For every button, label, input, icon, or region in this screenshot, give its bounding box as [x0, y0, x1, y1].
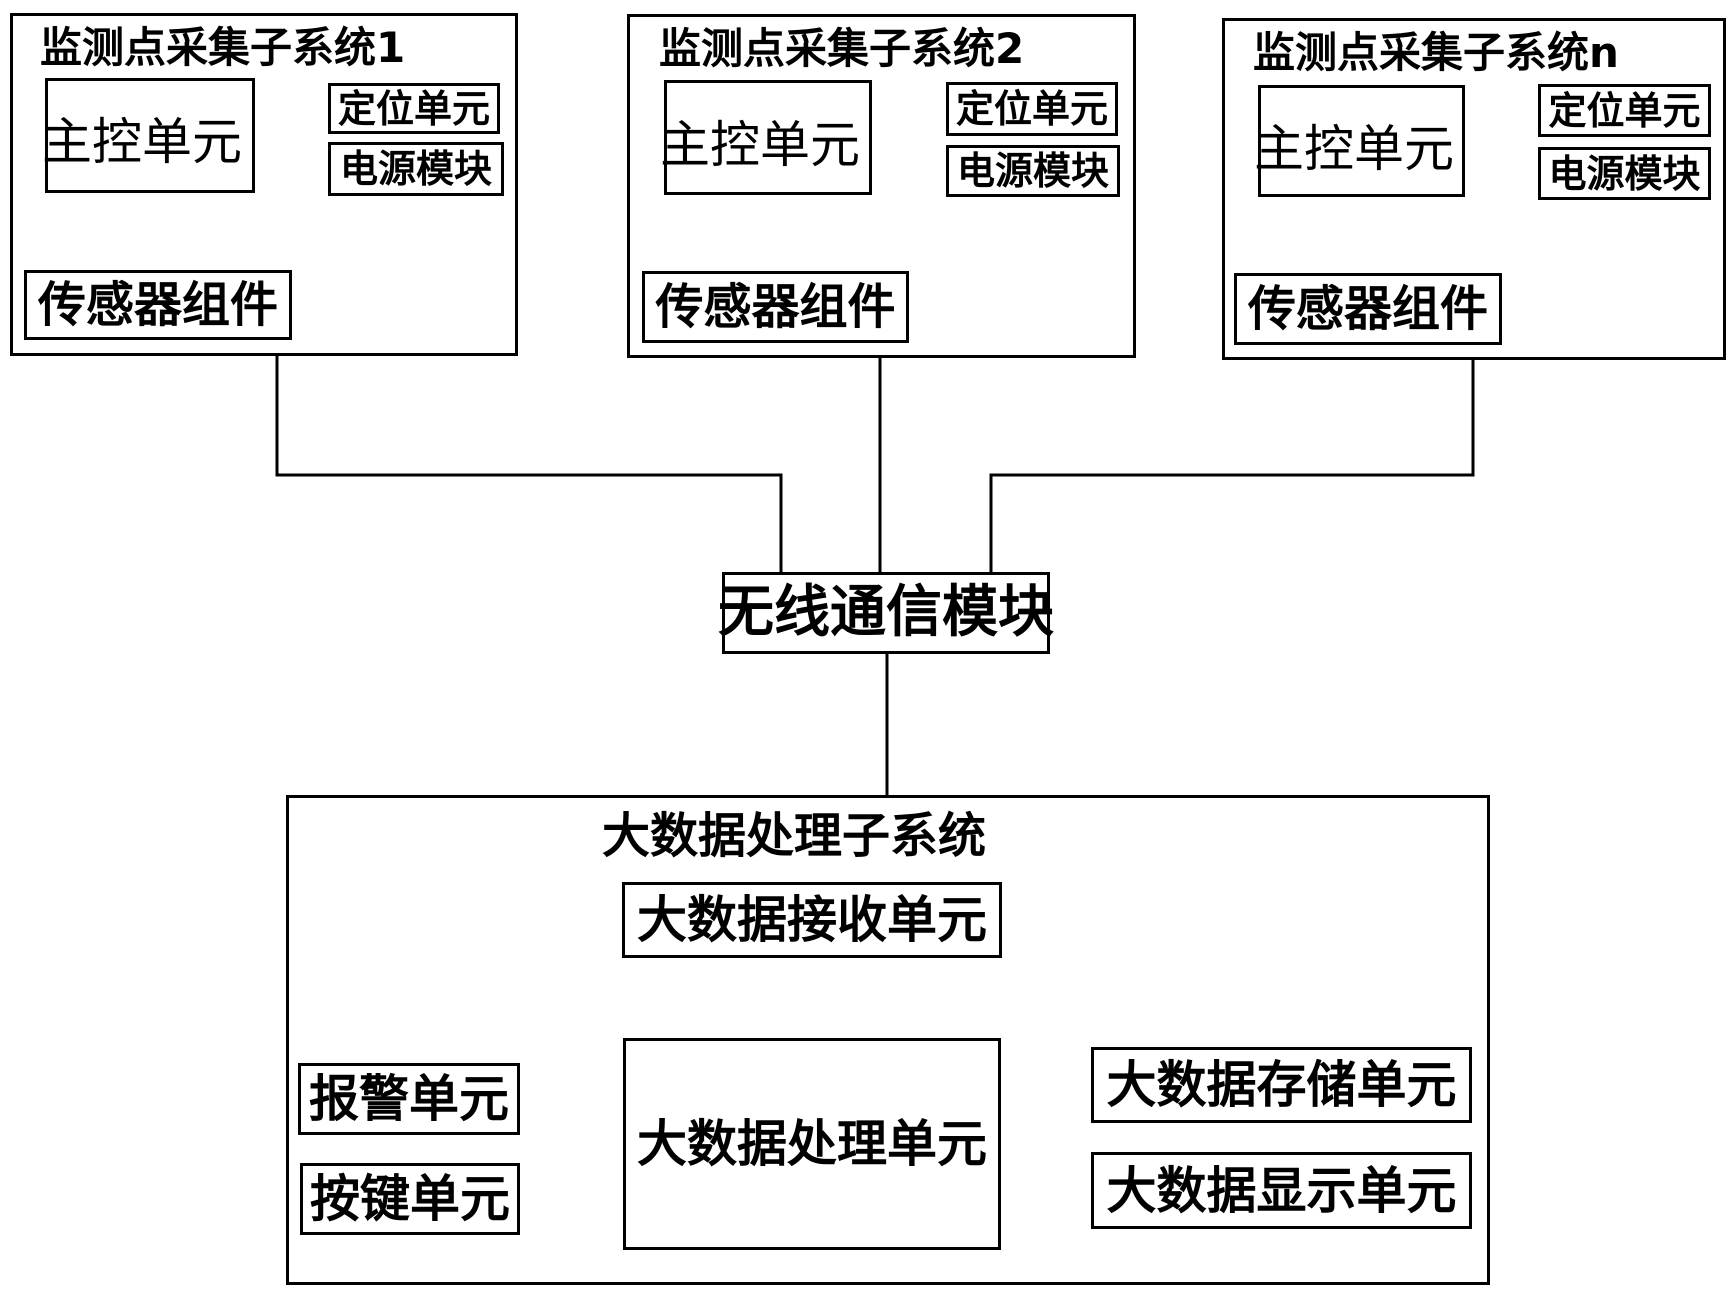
subsystem-n-main-control-label: 主控单元	[1254, 120, 1454, 178]
subsystem-1-title: 监测点采集子系统1	[40, 23, 406, 72]
subsystem-1-main-control-label: 主控单元	[42, 113, 242, 171]
subsystem-1-main-control-box	[45, 78, 255, 193]
subsystem-1-sensor-assembly: 传感器组件	[24, 270, 292, 340]
subsystem-n-title: 监测点采集子系统n	[1253, 28, 1619, 77]
subsystem-2-sensor-assembly: 传感器组件	[642, 271, 909, 343]
bigdata-display-unit: 大数据显示单元	[1091, 1152, 1472, 1229]
bigdata-receive-unit: 大数据接收单元	[622, 882, 1002, 958]
subsystem-n-main-control-box	[1258, 85, 1465, 197]
key-unit: 按键单元	[300, 1163, 520, 1235]
alarm-unit: 报警单元	[298, 1063, 520, 1135]
subsystem-2-power-module: 电源模块	[946, 145, 1120, 197]
bigdata-subsystem-title: 大数据处理子系统	[602, 808, 987, 864]
wireless-communication-module: 无线通信模块	[718, 572, 1054, 654]
subsystem-n-sensor-assembly: 传感器组件	[1234, 273, 1502, 345]
subsystem-2-locator-unit: 定位单元	[946, 82, 1118, 136]
subsystem-2-title: 监测点采集子系统2	[659, 24, 1025, 73]
subsystem-2-main-control-label: 主控单元	[660, 116, 860, 174]
subsystem-n-power-module: 电源模块	[1538, 147, 1711, 200]
subsystem-n-locator-unit: 定位单元	[1538, 84, 1711, 137]
subsystem-1-power-module: 电源模块	[328, 142, 504, 196]
subsystem-2-main-control-box	[664, 80, 872, 195]
bigdata-processing-unit: 大数据处理单元	[623, 1038, 1001, 1250]
bigdata-storage-unit: 大数据存储单元	[1091, 1047, 1472, 1123]
subsystem-1-locator-unit: 定位单元	[328, 83, 500, 134]
